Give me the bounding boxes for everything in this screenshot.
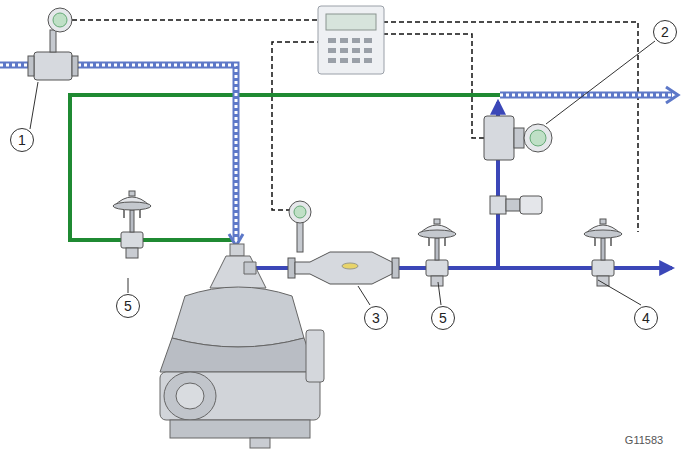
control-valve xyxy=(418,219,456,286)
centrifuge xyxy=(160,244,324,448)
feed-pipe xyxy=(0,65,243,246)
callout-number: 4 xyxy=(634,306,658,330)
callout-number: 5 xyxy=(116,294,140,318)
callout-number: 1 xyxy=(10,128,34,152)
callout-number: 5 xyxy=(431,306,455,330)
controller-unit xyxy=(318,6,384,74)
signal-wire xyxy=(383,22,638,232)
control-valve xyxy=(584,219,622,286)
flow-meter xyxy=(28,8,78,80)
product-pipe xyxy=(255,102,672,268)
density-meter xyxy=(484,116,552,214)
control-valve xyxy=(113,191,151,258)
controller-keys xyxy=(328,38,372,63)
leader-lines xyxy=(30,41,655,305)
signal-wire xyxy=(383,34,492,138)
controller-housing xyxy=(318,6,384,74)
mass-flow-meter xyxy=(288,201,399,284)
signal-wire xyxy=(72,19,318,21)
controller-display xyxy=(326,14,376,30)
drawing-code: G11583 xyxy=(623,434,665,446)
outlet-pipe xyxy=(500,87,678,103)
signal-wiring xyxy=(72,20,638,232)
callout-number: 3 xyxy=(364,306,388,330)
callout-number: 2 xyxy=(653,20,677,44)
